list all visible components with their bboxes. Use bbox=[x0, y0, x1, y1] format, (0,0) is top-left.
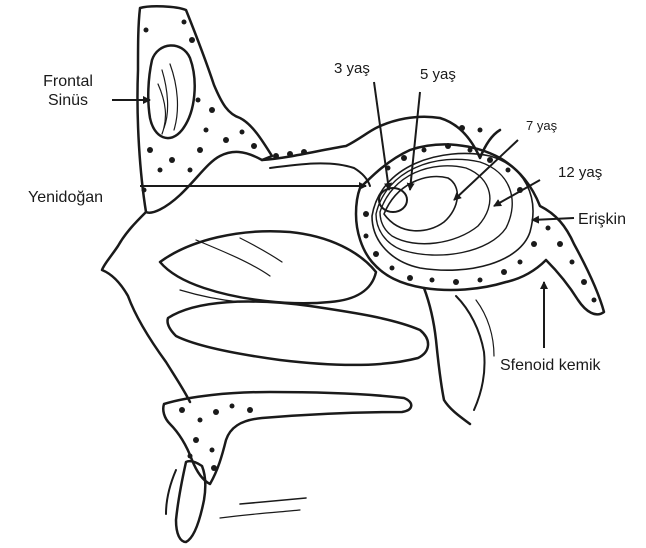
adult-leader bbox=[532, 218, 574, 220]
sinus-outline-age3 bbox=[379, 188, 407, 212]
nasal-bone-outline bbox=[102, 212, 190, 402]
frontal-bone-outline bbox=[137, 6, 272, 212]
sinus-outline-age5 bbox=[384, 177, 457, 231]
age5-leader bbox=[410, 92, 420, 190]
adult-label: Erişkin bbox=[578, 210, 626, 229]
sphenoid-bone-label: Sfenoid kemik bbox=[500, 356, 601, 375]
middle-turbinate bbox=[160, 231, 376, 303]
frontal-sinus-cavity bbox=[148, 45, 194, 138]
incisor-tooth bbox=[176, 461, 205, 542]
inferior-turbinate bbox=[167, 302, 428, 365]
age3-label: 3 yaş bbox=[334, 60, 370, 78]
newborn-label: Yenidoğan bbox=[28, 188, 103, 207]
sinus-outline-age7 bbox=[380, 166, 490, 244]
frontal-sinus-label-line2: Sinüs bbox=[28, 91, 108, 110]
age12-label: 12 yaş bbox=[558, 164, 602, 182]
age5-label: 5 yaş bbox=[420, 66, 456, 84]
hard-palate bbox=[163, 392, 411, 484]
posterior-nasal-wall bbox=[424, 288, 470, 424]
frontal-sinus-label-line1: Frontal bbox=[28, 72, 108, 91]
age7-label: 7 yaş bbox=[526, 118, 557, 134]
sinus-outline-age12 bbox=[376, 159, 512, 255]
frontal-sinus-label: Frontal Sinüs bbox=[28, 72, 108, 110]
